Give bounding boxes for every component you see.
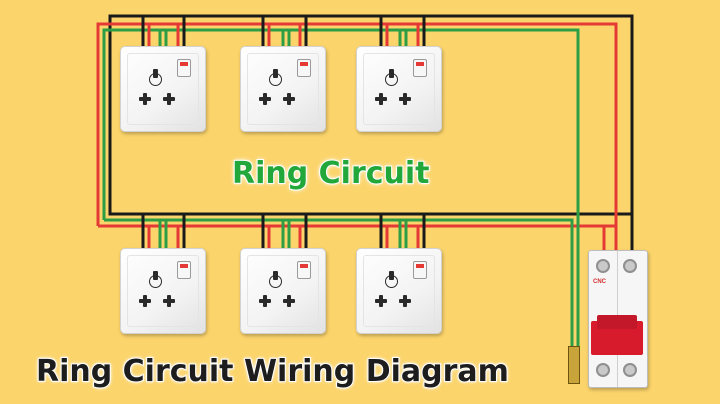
- rocker-switch-icon: [297, 261, 311, 279]
- rocker-switch-icon: [413, 59, 427, 77]
- circuit-breaker: CNC: [588, 250, 648, 388]
- rocker-switch-icon: [297, 59, 311, 77]
- breaker-brand: CNC: [593, 279, 606, 285]
- socket-outlet: [356, 248, 442, 334]
- neutral-wire: [108, 14, 634, 254]
- earth-terminal-block: [568, 346, 580, 384]
- earth-wire: [102, 28, 580, 380]
- socket-outlet: [356, 46, 442, 132]
- rocker-switch-icon: [177, 261, 191, 279]
- socket-outlet: [240, 248, 326, 334]
- breaker-lever-icon: [591, 315, 643, 355]
- socket-outlet: [240, 46, 326, 132]
- rocker-switch-icon: [177, 59, 191, 77]
- top-socket-drops-colored: [141, 16, 426, 48]
- live-wire: [96, 22, 618, 254]
- socket-outlet: [120, 248, 206, 334]
- diagram-title: Ring Circuit: [231, 155, 431, 192]
- page-title: Ring Circuit Wiring Diagram: [35, 353, 510, 390]
- earth-wire: [104, 218, 574, 380]
- rocker-switch-icon: [413, 261, 427, 279]
- socket-outlet: [120, 46, 206, 132]
- neutral-wire: [108, 50, 632, 216]
- bottom-socket-drops: [141, 214, 426, 250]
